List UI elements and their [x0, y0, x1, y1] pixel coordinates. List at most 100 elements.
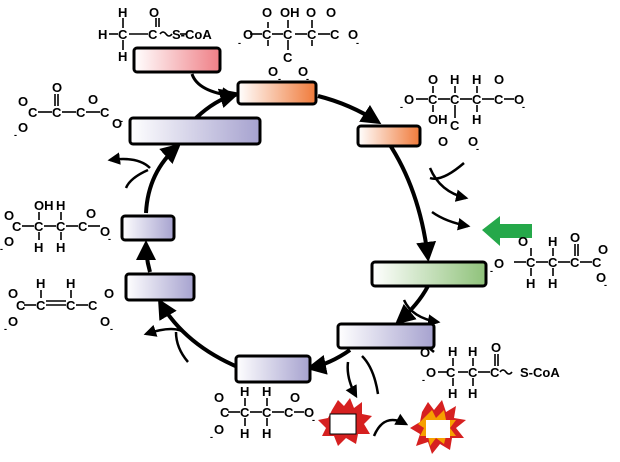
svg-text:C: C [570, 255, 580, 270]
arc-succinylcoa-to-succinate [306, 348, 352, 375]
bonds [22, 18, 592, 426]
svg-text:C: C [468, 365, 478, 380]
svg-text:H: H [448, 386, 457, 401]
svg-text:O: O [298, 64, 308, 79]
side-arrow-3 [431, 210, 471, 231]
svg-text:C: C [450, 118, 460, 133]
alpha-ketoglutarate-molecule: O C C C C O H O O H H O [494, 230, 608, 291]
svg-text:C: C [283, 50, 293, 65]
svg-text:O: O [88, 92, 98, 107]
citrate-molecule: OH C C C C O O O O O C O O [243, 5, 358, 79]
svg-text:-: - [356, 38, 359, 48]
side-arrow-1 [428, 167, 469, 202]
succinyl-coa-molecule: O C C C O H H O H H S-CoA [420, 340, 560, 401]
svg-text:C: C [283, 27, 293, 42]
atom-c: C [118, 27, 128, 42]
succinyl-coa-synthetase-box [234, 354, 312, 384]
svg-text:C: C [56, 219, 66, 234]
svg-text:O: O [268, 64, 278, 79]
svg-text:O: O [494, 256, 504, 271]
svg-text:O: O [112, 116, 122, 131]
svg-text:O: O [494, 72, 504, 87]
side-arrow-10 [174, 331, 189, 363]
svg-text:C: C [450, 92, 460, 107]
atom-h: H [98, 27, 107, 42]
fumarate-molecule: O C C C C H H O O O [8, 276, 114, 329]
svg-text:O: O [428, 72, 438, 87]
svg-text:-: - [210, 432, 213, 442]
svg-text:O: O [570, 230, 580, 245]
svg-text:O: O [8, 314, 18, 329]
svg-text:O: O [420, 345, 430, 360]
svg-text:-: - [278, 74, 281, 84]
svg-text:O: O [18, 120, 28, 135]
svg-text:C: C [36, 298, 46, 313]
svg-text:C: C [52, 105, 62, 120]
svg-text:C: C [262, 405, 272, 420]
green-input-arrow [482, 216, 532, 246]
s-coa-label: S-CoA [520, 365, 560, 380]
svg-text:C: C [548, 255, 558, 270]
svg-text:O: O [514, 92, 524, 107]
isocitrate-molecule: O C C C C O O H H O OH H C O O [404, 72, 524, 149]
atom-c: C [148, 27, 158, 42]
svg-text:H: H [450, 72, 459, 87]
svg-text:H: H [56, 198, 65, 213]
svg-text:C: C [446, 365, 456, 380]
svg-text:C: C [76, 105, 86, 120]
starburst-atp [410, 400, 466, 454]
arc-malate-to-oxaloacetate [144, 143, 182, 214]
svg-text:C: C [428, 92, 438, 107]
svg-text:O: O [262, 5, 272, 20]
svg-text:O: O [404, 92, 414, 107]
svg-text:H: H [262, 426, 271, 441]
svg-text:-: - [490, 266, 493, 276]
svg-text:-: - [422, 375, 425, 385]
arc-fumarate-to-malate [136, 240, 157, 273]
svg-text:O: O [290, 390, 300, 405]
svg-text:H: H [240, 426, 249, 441]
svg-text:-: - [108, 234, 111, 244]
svg-text:H: H [526, 276, 535, 291]
arc-isocitrate-to-akg [386, 140, 437, 262]
citrate-synthase-box [236, 80, 318, 106]
side-arrow-4 [402, 299, 441, 327]
svg-text:C: C [490, 365, 500, 380]
s-coa-label: S-CoA [172, 27, 212, 42]
svg-text:C: C [494, 92, 504, 107]
svg-text:O: O [4, 208, 14, 223]
svg-text:C: C [240, 405, 250, 420]
svg-text:C: C [526, 255, 536, 270]
svg-text:O: O [8, 286, 18, 301]
svg-text:O: O [491, 340, 501, 355]
svg-text:H: H [448, 344, 457, 359]
svg-text:H: H [472, 72, 481, 87]
svg-text:-: - [306, 74, 309, 84]
svg-text:C: C [34, 219, 44, 234]
svg-text:-: - [238, 38, 241, 48]
svg-text:H: H [472, 112, 481, 127]
atom-o: O [149, 5, 159, 20]
side-arrow-9 [143, 324, 187, 337]
svg-text:O: O [304, 405, 314, 420]
svg-text:H: H [36, 276, 45, 291]
side-arrow-6 [345, 361, 358, 399]
svg-text:H: H [548, 276, 557, 291]
atom-oh: OH [280, 5, 300, 20]
svg-text:-: - [14, 130, 17, 140]
svg-text:O: O [438, 134, 448, 149]
svg-text:O: O [348, 27, 358, 42]
svg-text:O: O [100, 314, 110, 329]
svg-text:C: C [592, 255, 602, 270]
svg-text:H: H [468, 386, 477, 401]
side-arrow-8 [372, 413, 409, 437]
svg-text:H: H [56, 240, 65, 255]
acetyl-coa-molecule: H C H H C O S-CoA [98, 5, 212, 64]
svg-text:O: O [4, 234, 14, 249]
svg-text:C: C [307, 27, 317, 42]
svg-text:O: O [518, 234, 528, 249]
svg-text:O: O [214, 390, 224, 405]
side-arrow-7 [361, 355, 380, 395]
malate-dehydrogenase-box [128, 116, 262, 146]
molecule-labels: H C H H C O S-CoA OH C C C C O O O O O C… [4, 5, 608, 441]
